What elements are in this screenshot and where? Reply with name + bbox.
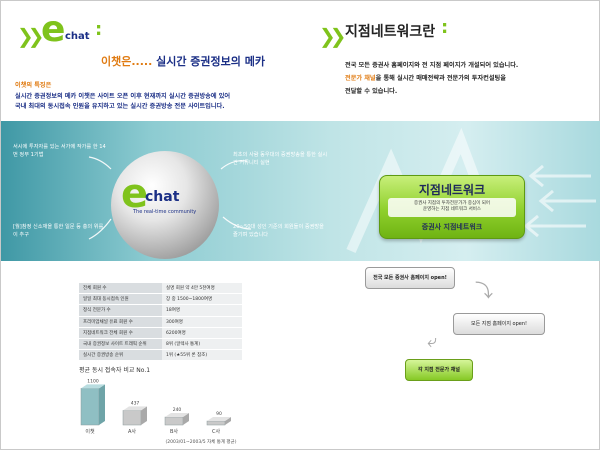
card-title: 지점네트워크 xyxy=(418,183,486,197)
bubble-bottom-right: 20~50대 성인 기준의 회원들이 증권방을 즐기며 있습니다 xyxy=(233,224,324,238)
stats-key: 정식 전문가 수 xyxy=(79,304,162,317)
stats-value: 300여명 xyxy=(162,316,242,328)
chart-value-label: 437 xyxy=(131,400,140,406)
headline-main: 실시간 증권정보의 메카 xyxy=(156,55,265,68)
right-colon: : xyxy=(441,17,449,38)
chart-value-label: 240 xyxy=(173,407,182,413)
chart-category-label: 이챗 xyxy=(85,428,95,435)
chart-category-label: B사 xyxy=(170,428,178,435)
stats-key: 전체 회원 수 xyxy=(79,283,162,295)
stats-key: 일일 최대 동시접속 인원 xyxy=(79,293,162,306)
chart-bar xyxy=(80,384,105,426)
flow-step-3: 각 지점 전문가 채널 xyxy=(405,359,473,381)
feature-line: 국내 최대의 동시접속 인원을 유지하고 있는 실시간 증권방송 전문 사이트입… xyxy=(15,103,225,110)
right-description: 전국 모든 증권사 홈페이지와 전 지점 페이지가 개설되어 있습니다. 전문가… xyxy=(345,59,595,98)
sphere-logo-chat: chat xyxy=(145,189,180,205)
chart-category-label: A사 xyxy=(128,428,136,435)
headline-prefix: 이챗은..... xyxy=(101,55,157,68)
stats-value: 1위 (★55위 론 참조) xyxy=(162,349,242,362)
card-line: 증권사 지점의 투자전문가가 중심이 되어 xyxy=(413,201,491,206)
left-headline: 이챗은..... 실시간 증권정보의 메카 xyxy=(101,53,265,69)
sphere-logo-e: e xyxy=(121,171,149,217)
sphere-tagline: The real-time community xyxy=(133,209,197,215)
chevron-icon: ❯❯ xyxy=(17,24,44,48)
chart-bar xyxy=(164,413,189,426)
flow-step-1: 전국 모든 증권사 홈페이지 open! xyxy=(365,267,455,289)
feature-text: 이챗의 특징은 실시간 증권정보의 메카 이챗은 사이트 오픈 이후 현재까지 … xyxy=(15,81,325,113)
stats-key: 실시간 증권방송 순위 xyxy=(79,349,162,362)
desc-line: 전달할 수 있습니다. xyxy=(345,88,398,95)
stats-value: 실명 회원 약 4만 5천여명 xyxy=(162,283,242,295)
flow-arrow-icon: ⤵ xyxy=(475,281,493,302)
chart-note: (2003/01~2003/5 자체 통계 평균) xyxy=(166,438,237,445)
chart-value-label: 90 xyxy=(216,411,222,417)
chart-value-label: 1100 xyxy=(87,378,99,384)
echat-sphere: e chat The real-time community xyxy=(111,151,219,259)
feature-line: 실시간 증권정보의 메카 이챗은 사이트 오픈 이후 현재까지 실시간 증권방송… xyxy=(15,92,231,100)
card-line: 운영하는 지점 네트워크 서비스 xyxy=(422,207,482,212)
stats-value: 18여명 xyxy=(162,304,242,317)
hero-arrows xyxy=(88,156,252,240)
card-bottom-label: 증권사 지점네트워크 xyxy=(421,223,483,231)
network-card: 지점네트워크 증권사 지점의 투자전문가가 중심이 되어 운영하는 지점 네트워… xyxy=(379,175,525,239)
card-inner: 증권사 지점의 투자전문가가 중심이 되어 운영하는 지점 네트워크 서비스 xyxy=(388,198,516,217)
stats-key: 지점네트워크 전체 회원 수 xyxy=(79,327,162,339)
desc-line: 전문가 채널을 통해 실시간 매매전략과 전문가의 투자컨설팅을 xyxy=(345,72,595,85)
chart-category-label: C사 xyxy=(212,428,220,435)
stats-value: 장 중 1500~1800여명 xyxy=(162,293,242,306)
bubble-bottom-left: [월]참정 신소재을 통한 일문 등 충의 위를 이 추구 xyxy=(13,224,104,238)
chart-title: 평균 동시 접속자 비교 No.1 xyxy=(79,367,151,374)
flow-arrow-icon: ⤶ xyxy=(427,331,438,352)
logo-e: e xyxy=(41,9,66,50)
logo-chat: chat xyxy=(65,31,90,42)
chart-bar xyxy=(206,417,231,426)
bubble-top-left: 서시에 투자자를 있는 서가에 작가를 한 14번 정부 1기법 xyxy=(13,144,106,158)
chevron-icon: ❯❯ xyxy=(319,24,346,48)
stats-value: 8위 (알렉사 통계) xyxy=(162,338,242,351)
stats-key: 국내 증권정보 사이트 트래픽 순위 xyxy=(79,338,162,351)
stats-value: 6200여명 xyxy=(162,327,242,339)
desc-line: 전국 모든 증권사 홈페이지와 전 지점 페이지가 개설되어 있습니다. xyxy=(345,62,519,69)
right-title: 지점네트워크란 xyxy=(345,24,436,40)
feature-title: 이챗의 특징은 xyxy=(15,82,52,89)
header-colon: : xyxy=(95,19,103,40)
stats-key: 프리미엄채널 유료 회원 수 xyxy=(79,316,162,328)
desc-highlight: 전문가 채널 xyxy=(345,75,376,82)
desc-text: 을 통해 실시간 매매전략과 전문가의 투자컨설팅을 xyxy=(375,75,506,82)
echat-logo: e chat xyxy=(41,9,90,50)
bubble-top-right: 최초의 사람 동우대의 증권방송을 통한 실시간 커뮤니티 실현 xyxy=(233,152,328,166)
chart-bar xyxy=(122,406,147,426)
flow-step-2: 모든 지점 홈페이지 open! xyxy=(453,313,545,335)
